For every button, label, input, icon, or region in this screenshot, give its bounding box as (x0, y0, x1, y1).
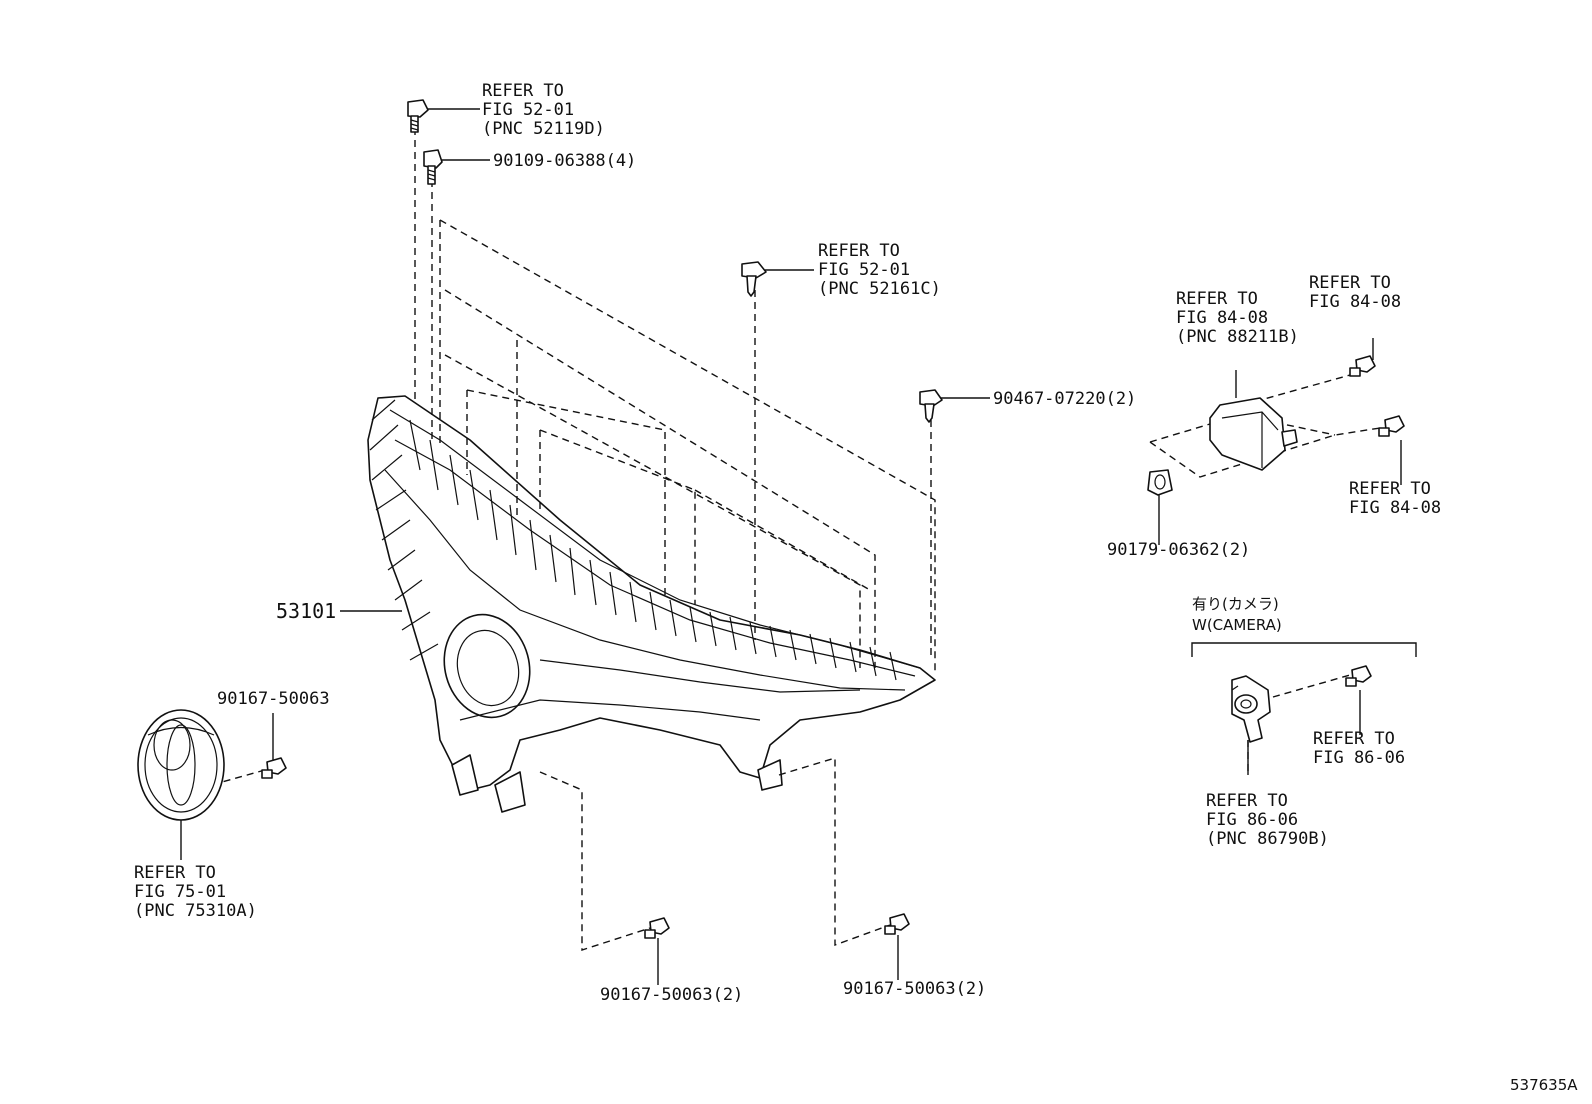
bolt-90109-icon (423, 149, 443, 185)
ref-line-1: REFER TO (1313, 729, 1395, 749)
ref-line-2: FIG 86-06 (1313, 748, 1405, 768)
ref-line-1: REFER TO (818, 241, 900, 261)
ref-line-3: (PNC 86790B) (1206, 829, 1329, 849)
camera-bolt-icon (1345, 665, 1372, 687)
label-camera-bolt-ref: REFER TO FIG 86-06 (1313, 729, 1405, 768)
label-sensor-ref: REFER TO FIG 84-08 (PNC 88211B) (1176, 289, 1299, 347)
label-clip-part: 90467-07220(2) (993, 389, 1136, 409)
label-sensor-bolt-top-ref: REFER TO FIG 84-08 (1309, 273, 1401, 312)
label-clip-ref: REFER TO FIG 52-01 (PNC 52161C) (818, 241, 941, 299)
ref-line-2: FIG 86-06 (1206, 810, 1298, 830)
label-grille-part: 53101 (276, 599, 336, 623)
push-clip-upper-icon (741, 261, 767, 297)
ref-line-1: REFER TO (1176, 289, 1258, 309)
camera-icon (1231, 675, 1271, 743)
sensor-bolt-right-icon (1378, 415, 1405, 437)
illustration-number: 537635A (1510, 1076, 1578, 1094)
ref-line-3: (PNC 88211B) (1176, 327, 1299, 347)
label-emblem-ref: REFER TO FIG 75-01 (PNC 75310A) (134, 863, 257, 921)
screw-lower-right-icon (884, 913, 910, 935)
radar-sensor-icon (1209, 397, 1298, 471)
push-clip-90467-icon (919, 389, 943, 423)
ref-line-2: FIG 84-08 (1309, 292, 1401, 312)
ref-line-3: (PNC 52119D) (482, 119, 605, 139)
label-bolt-top-ref: REFER TO FIG 52-01 (PNC 52119D) (482, 81, 605, 139)
ref-line-2: FIG 75-01 (134, 882, 226, 902)
ref-line-2: FIG 52-01 (818, 260, 910, 280)
ref-line-3: (PNC 52161C) (818, 279, 941, 299)
ref-line-1: REFER TO (1206, 791, 1288, 811)
label-camera-condition-en: W(CAMERA) (1192, 616, 1282, 634)
ref-line-1: REFER TO (134, 863, 216, 883)
label-emblem-screw-part: 90167-50063 (217, 689, 330, 709)
ref-line-2: FIG 52-01 (482, 100, 574, 120)
sensor-nut-icon (1147, 469, 1173, 496)
toyota-emblem-icon (137, 709, 225, 821)
label-sensor-bolt-right-ref: REFER TO FIG 84-08 (1349, 479, 1441, 518)
screw-emblem-icon (261, 757, 287, 779)
ref-line-3: (PNC 75310A) (134, 901, 257, 921)
label-bolt-top-part: 90109-06388(4) (493, 151, 636, 171)
ref-line-2: FIG 84-08 (1176, 308, 1268, 328)
label-sensor-nut-part: 90179-06362(2) (1107, 540, 1250, 560)
leader-lines (164, 108, 1417, 985)
ref-line-1: REFER TO (1309, 273, 1391, 293)
radiator-grille (367, 395, 936, 813)
label-lower-screw-right-part: 90167-50063(2) (843, 979, 986, 999)
label-lower-screw-left-part: 90167-50063(2) (600, 985, 743, 1005)
sensor-bolt-top-icon (1349, 355, 1376, 377)
ref-line-2: FIG 84-08 (1349, 498, 1441, 518)
ref-line-1: REFER TO (482, 81, 564, 101)
ref-line-1: REFER TO (1349, 479, 1431, 499)
label-camera-condition-jp: 有り(カメラ) (1192, 595, 1279, 613)
screw-lower-left-icon (644, 917, 670, 939)
flange-bolt-top-icon (407, 99, 429, 133)
label-camera-ref: REFER TO FIG 86-06 (PNC 86790B) (1206, 791, 1329, 849)
